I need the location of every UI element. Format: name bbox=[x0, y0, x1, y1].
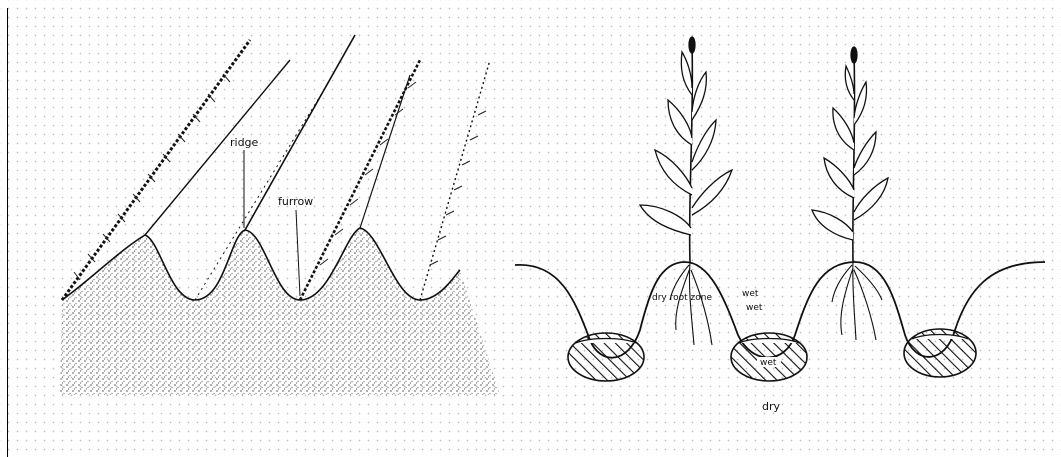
wetted-zone-center: wet bbox=[731, 333, 807, 381]
wet-note-line1: wet bbox=[742, 289, 759, 299]
wetted-zone-right bbox=[904, 329, 976, 377]
wetted-zone-left bbox=[568, 333, 644, 381]
wet-note-line2: wet bbox=[746, 303, 763, 313]
soil-body bbox=[60, 228, 500, 395]
maize-plant-right bbox=[812, 47, 888, 340]
ridge-furrow-drawing: ridge furrow bbox=[60, 35, 500, 395]
ridge-label: ridge bbox=[230, 136, 259, 149]
furrow-irrigation-drawing: wet bbox=[515, 37, 1045, 413]
furrow-leader bbox=[296, 210, 300, 296]
furrow-wet-label-center: wet bbox=[760, 358, 777, 368]
dry-label: dry bbox=[762, 400, 781, 413]
furrow-label: furrow bbox=[278, 195, 313, 208]
dry-root-zone-label: dry root zone bbox=[652, 293, 712, 303]
